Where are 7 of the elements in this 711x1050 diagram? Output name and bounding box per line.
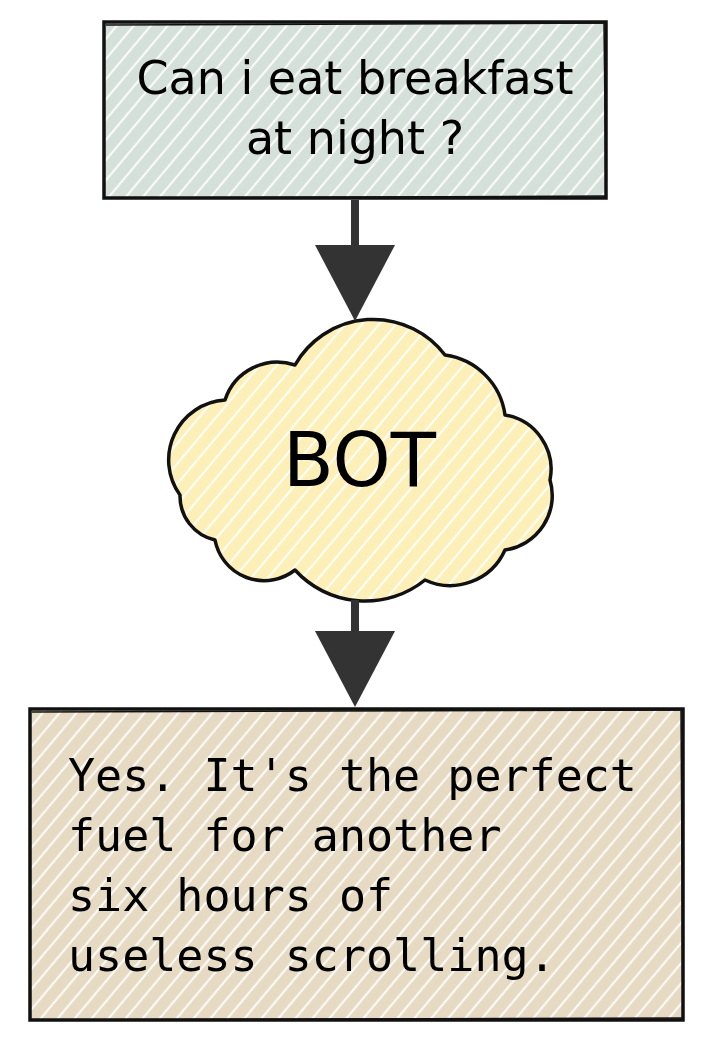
arrow [315, 600, 395, 707]
reply-text: Yes. It's the perfect fuel for another six hours of useless scrolling. [68, 748, 637, 984]
question-text: Can i eat breakfast at night ? [135, 50, 575, 167]
cloud-label: BOT [283, 423, 436, 497]
question-box [102, 20, 608, 200]
arrow [315, 200, 395, 321]
reply-box [28, 707, 685, 1022]
